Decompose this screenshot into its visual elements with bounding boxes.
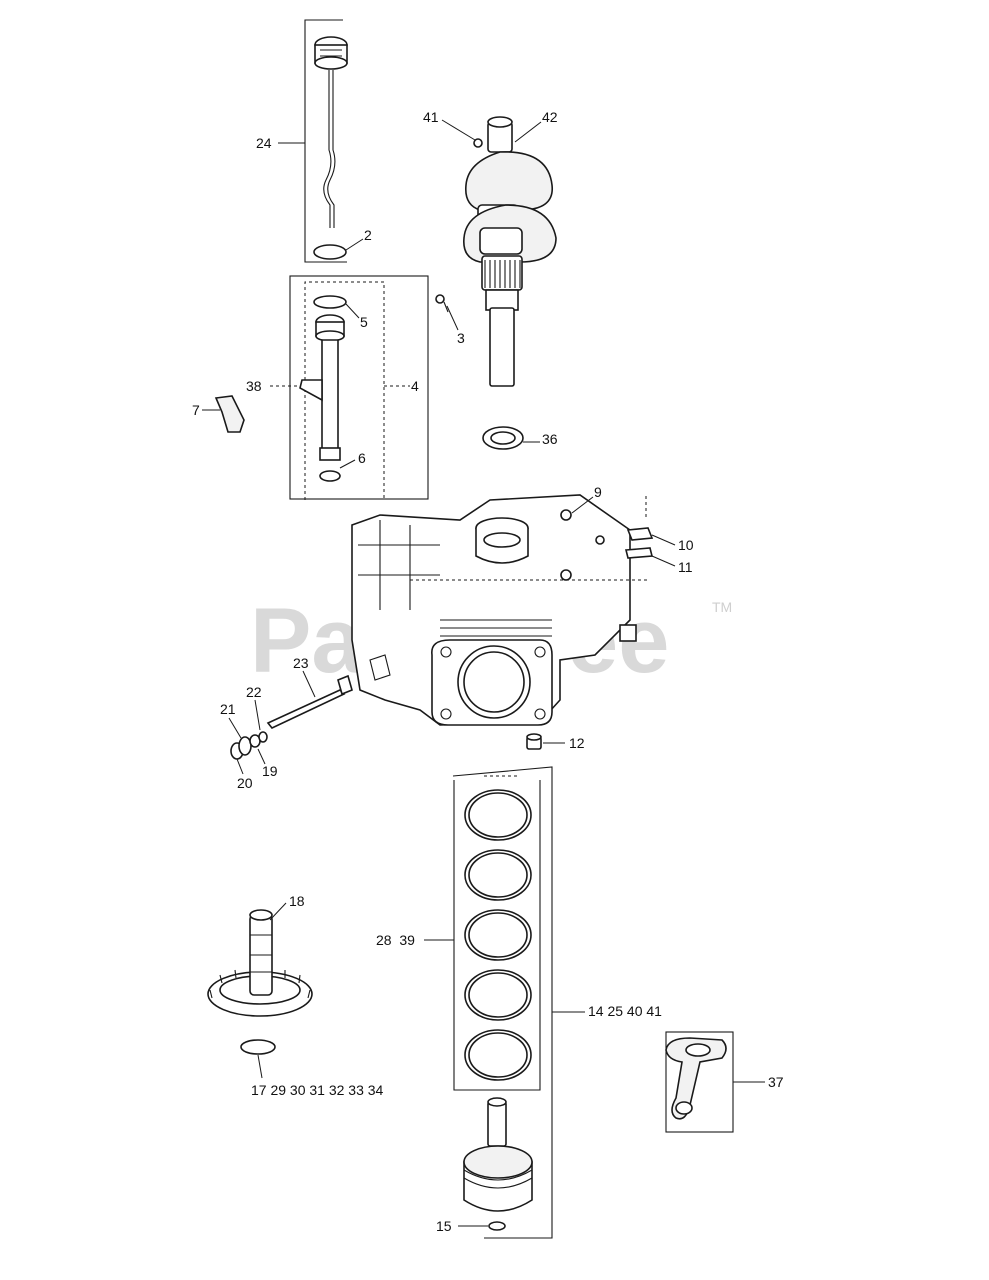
callout-9: 9 [594, 484, 602, 500]
piston-rings[interactable] [464, 789, 532, 1081]
callout-37: 37 [768, 1074, 784, 1090]
callout-20: 20 [237, 775, 253, 791]
crankcase[interactable] [351, 494, 650, 726]
callout-14-group: 14 25 40 41 [588, 1003, 662, 1019]
piston[interactable] [463, 1145, 533, 1212]
shim-washer[interactable] [240, 1039, 276, 1055]
retainer-15[interactable] [488, 1221, 506, 1231]
piston-pin[interactable] [487, 1097, 507, 1147]
callout-11: 11 [678, 559, 693, 575]
dipstick-tube[interactable] [299, 314, 345, 461]
o-ring-6[interactable] [319, 470, 341, 482]
crankshaft[interactable] [463, 116, 557, 387]
callout-3: 3 [457, 330, 465, 346]
callout-36: 36 [542, 431, 558, 447]
callout-4: 4 [411, 378, 419, 394]
dipstick-assembly[interactable] [278, 19, 348, 263]
callout-42: 42 [542, 109, 558, 125]
callout-24: 24 [256, 135, 272, 151]
o-ring-5[interactable] [313, 295, 347, 309]
seal-22[interactable] [258, 731, 268, 743]
washer-21[interactable] [238, 736, 252, 756]
bracket-7[interactable] [214, 395, 245, 433]
screw-3[interactable] [435, 294, 449, 313]
callout-18: 18 [289, 893, 305, 909]
callout-19: 19 [262, 763, 278, 779]
callout-22: 22 [246, 684, 262, 700]
plug-12[interactable] [526, 733, 542, 750]
callout-17-group: 17 29 30 31 32 33 34 [251, 1082, 384, 1098]
callout-15: 15 [436, 1218, 452, 1234]
connecting-rod[interactable] [665, 1037, 727, 1120]
callout-41-top: 41 [423, 109, 439, 125]
o-ring-2[interactable] [313, 244, 347, 260]
screw-41[interactable] [473, 138, 483, 148]
callout-38: 38 [246, 378, 262, 394]
callout-2: 2 [364, 227, 372, 243]
governor-rod-23[interactable] [266, 674, 353, 729]
clip-10[interactable] [626, 527, 654, 541]
callout-6: 6 [358, 450, 366, 466]
camshaft[interactable] [207, 909, 313, 1017]
callout-5: 5 [360, 314, 368, 330]
callout-28-39: 28 39 [376, 932, 415, 948]
clip-11[interactable] [624, 547, 654, 559]
callout-10: 10 [678, 537, 694, 553]
tube-group-frame [289, 275, 429, 500]
oil-seal-36[interactable] [482, 426, 524, 450]
watermark-tm: TM [712, 599, 732, 615]
callout-12: 12 [569, 735, 585, 751]
callout-23: 23 [293, 655, 309, 671]
callout-21: 21 [220, 701, 236, 717]
callout-7: 7 [192, 402, 200, 418]
